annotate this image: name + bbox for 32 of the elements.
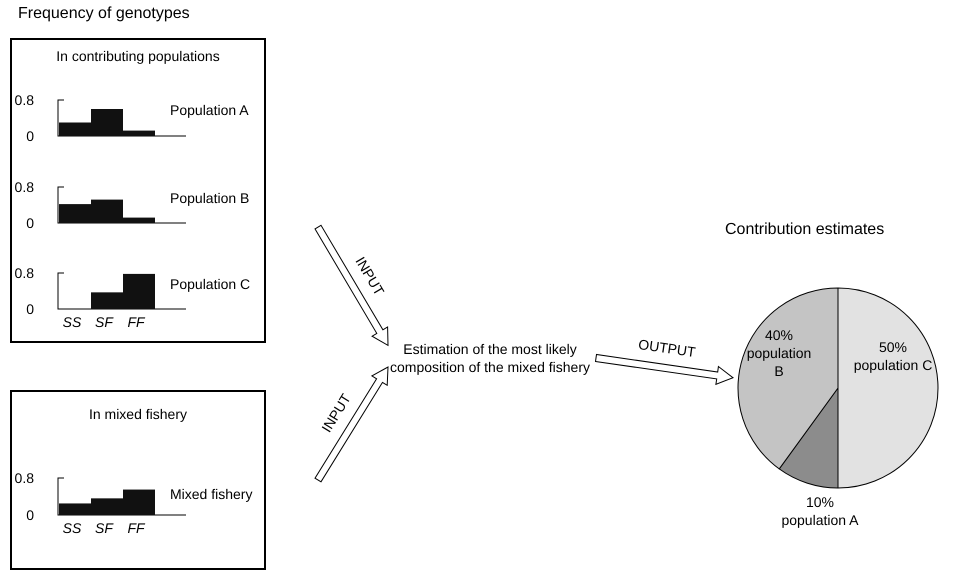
block-arrow: [314, 366, 389, 482]
panel-heading: In mixed fishery: [88, 406, 188, 422]
series-label: Population B: [170, 190, 250, 206]
tick-label: 0.8: [14, 179, 34, 195]
panel-box: [10, 38, 266, 343]
tick-label: 0: [25, 215, 34, 231]
series-label: Mixed fishery: [170, 486, 252, 502]
block-arrow: [594, 354, 734, 386]
slice-label: 40% population B: [746, 326, 812, 380]
chart-heading: Contribution estimates: [725, 222, 884, 238]
axis-label: SF: [94, 314, 114, 330]
process-text: Estimation of the most likely composition of the mixed fishery: [390, 340, 590, 376]
panel-box: [10, 390, 266, 570]
tick-label: 0: [25, 128, 34, 144]
series-label: Population C: [170, 276, 250, 292]
slice-label: 50% population C: [853, 338, 933, 374]
block-arrow: [314, 224, 389, 346]
axis-label: FF: [126, 520, 146, 536]
axis-label: SF: [94, 520, 114, 536]
tick-label: 0.8: [14, 92, 34, 108]
panel-heading: In contributing populations: [55, 48, 221, 64]
tick-label: 0.8: [14, 265, 34, 281]
title: Frequency of genotypes: [18, 6, 190, 22]
tick-label: 0: [25, 507, 34, 523]
slice-label: 10% population A: [780, 493, 860, 529]
axis-label: SS: [62, 520, 82, 536]
tick-label: 0.8: [14, 470, 34, 486]
axis-label: FF: [126, 314, 146, 330]
tick-label: 0: [25, 301, 34, 317]
edge-label: OUTPUT: [636, 336, 698, 360]
axis-label: SS: [62, 314, 82, 330]
series-label: Population A: [170, 102, 249, 118]
